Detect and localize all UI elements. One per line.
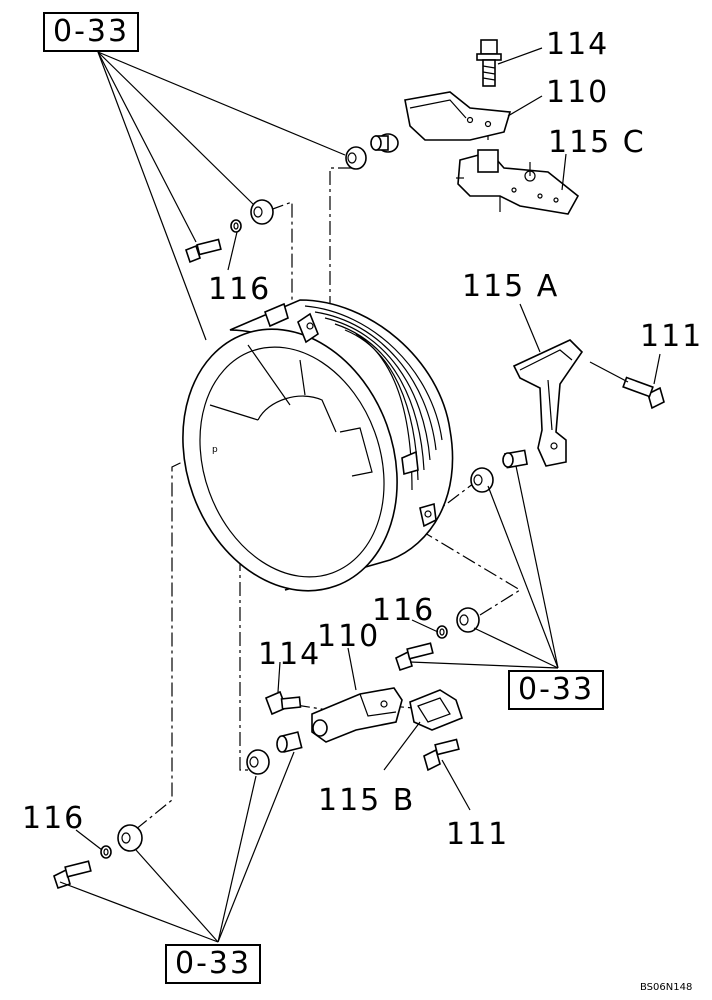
callout-116-middle: 116 — [372, 593, 436, 628]
svg-text:p: p — [212, 445, 218, 455]
drawing-code: BS06N148 — [640, 982, 693, 993]
lower-mount-bracket — [246, 687, 463, 775]
reference-box-top-left[interactable]: 0-33 — [43, 12, 140, 52]
callout-116-top: 116 — [208, 272, 272, 307]
callout-111-right: 111 — [640, 319, 704, 354]
lower-left-mount-hardware — [53, 824, 143, 890]
callout-115b: 115 B — [318, 783, 416, 818]
leaders-top-reference — [97, 51, 346, 341]
callout-110-middle: 110 — [317, 619, 381, 654]
upper-cushions — [185, 133, 399, 271]
leaders-bottom-reference — [59, 751, 295, 943]
reference-box-bottom[interactable]: 0-33 — [165, 944, 262, 984]
callout-114-middle: 114 — [258, 637, 322, 672]
fan-shroud: p — [182, 299, 454, 592]
callout-116-bottom: 116 — [22, 801, 86, 836]
callout-114-top: 114 — [546, 27, 610, 62]
middle-mount-hardware — [395, 607, 480, 672]
callout-111-bottom: 111 — [446, 817, 510, 852]
reference-box-middle-right[interactable]: 0-33 — [508, 670, 605, 710]
callout-115a: 115 A — [462, 269, 560, 304]
callout-leaders — [75, 47, 661, 851]
callout-115c: 115 C — [548, 125, 646, 160]
leaders-middle-reference — [409, 465, 559, 669]
callout-110-top: 110 — [546, 75, 610, 110]
upper-mount-bracket — [404, 39, 580, 215]
side-mount-bracket — [470, 339, 665, 493]
